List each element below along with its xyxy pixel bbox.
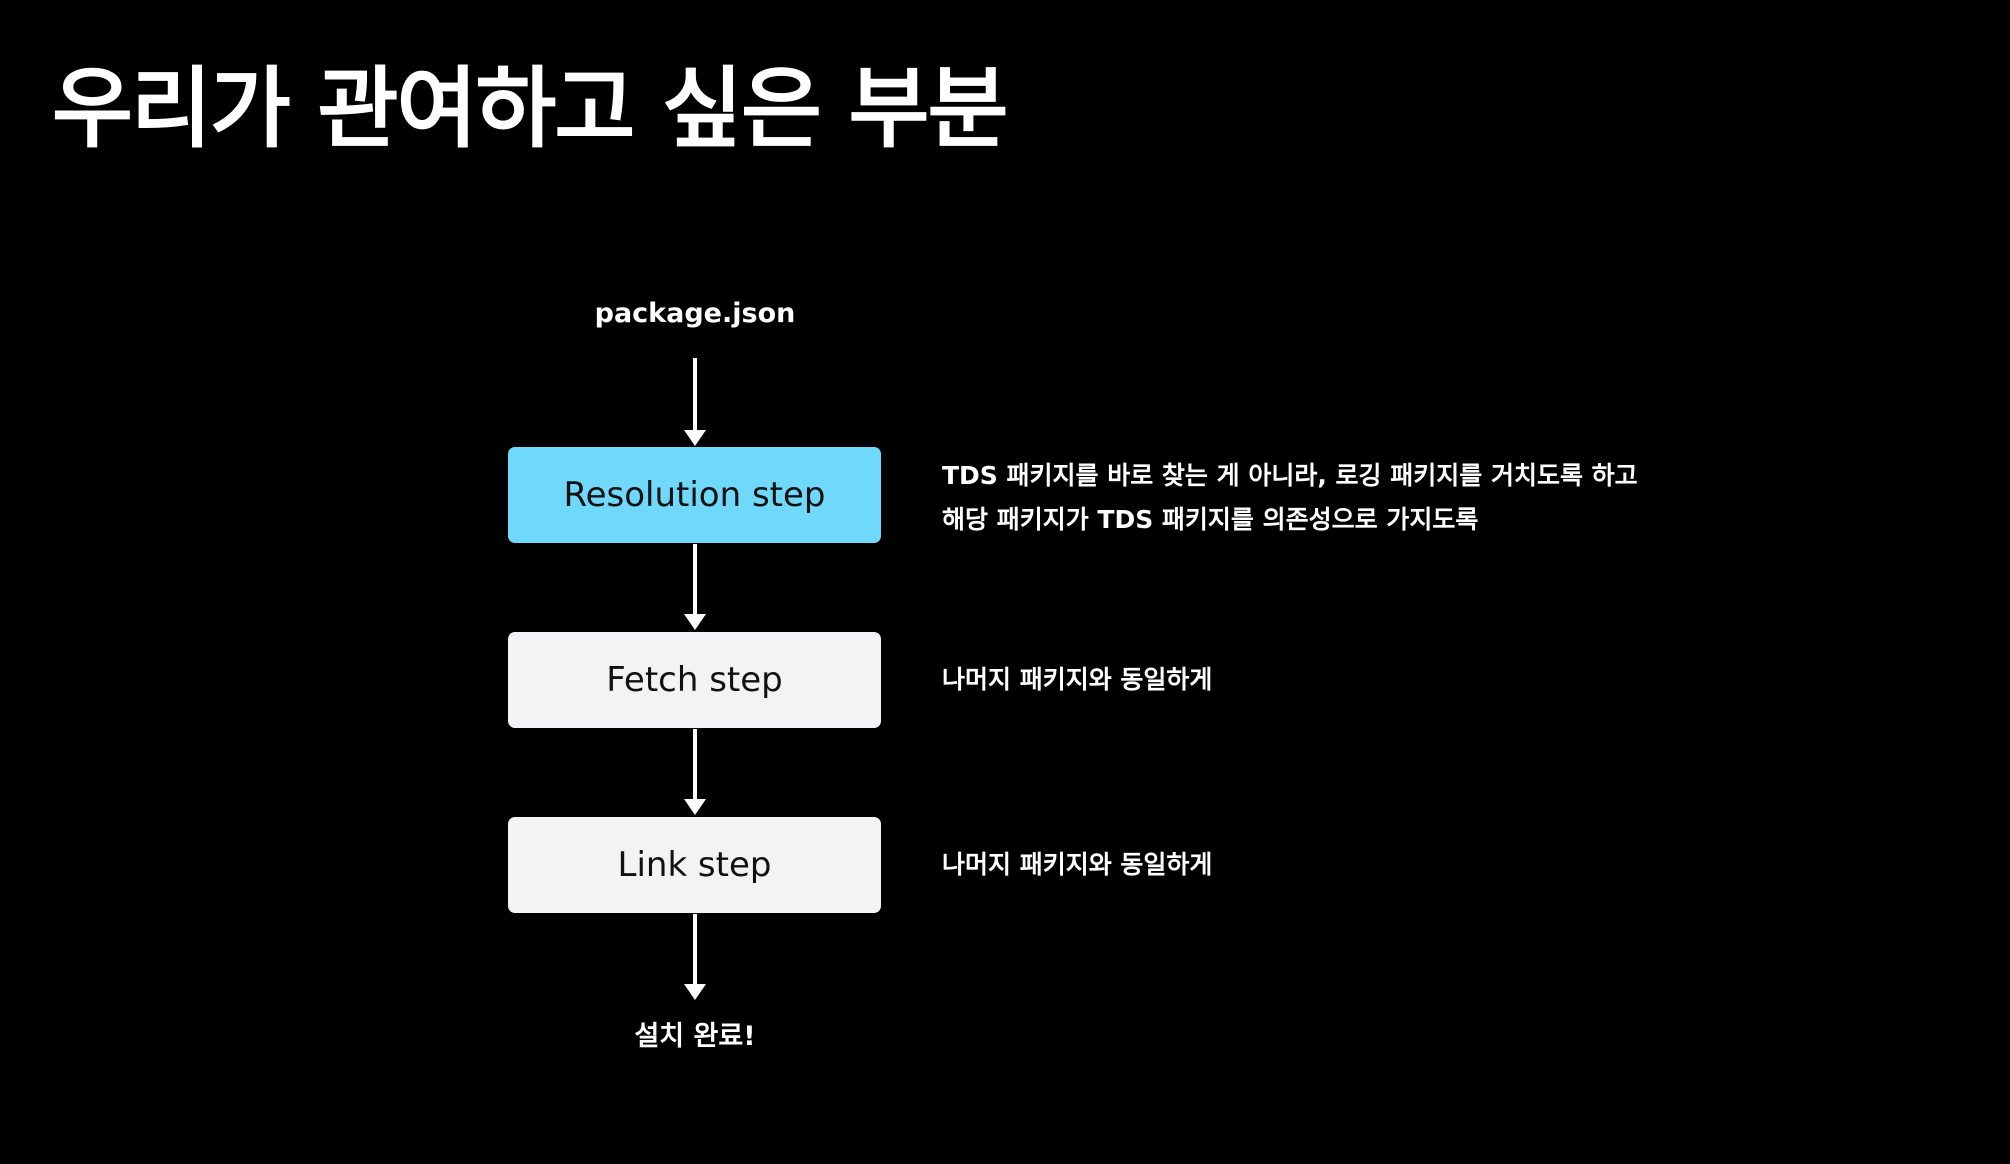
fetch-step-note: 나머지 패키지와 동일하게 <box>942 658 1212 702</box>
resolution-step-label: Resolution step <box>563 475 826 515</box>
resolution-step-note: TDS 패키지를 바로 찾는 게 아니라, 로깅 패키지를 거치도록 하고 해당… <box>942 454 1638 542</box>
fetch-note-line-1: 나머지 패키지와 동일하게 <box>942 665 1213 694</box>
arrowhead-resolution <box>684 430 706 446</box>
resolution-step-box: Resolution step <box>508 447 881 543</box>
start-label: package.json <box>594 298 796 329</box>
link-step-box: Link step <box>508 817 881 913</box>
link-step-label: Link step <box>617 845 772 885</box>
end-label: 설치 완료! <box>634 1021 756 1052</box>
arrowhead-end <box>684 984 706 1000</box>
resolution-note-line-2: 해당 패키지가 TDS 패키지를 의존성으로 가지도록 <box>942 505 1479 534</box>
arrowhead-fetch <box>684 614 706 630</box>
fetch-step-box: Fetch step <box>508 632 881 728</box>
link-step-note: 나머지 패키지와 동일하게 <box>942 843 1212 887</box>
fetch-step-label: Fetch step <box>606 660 783 700</box>
arrowhead-link <box>684 799 706 815</box>
slide-title: 우리가 관여하고 싶은 부분 <box>52 57 1008 160</box>
link-note-line-1: 나머지 패키지와 동일하게 <box>942 850 1213 879</box>
resolution-note-line-1: TDS 패키지를 바로 찾는 게 아니라, 로깅 패키지를 거치도록 하고 <box>942 461 1638 490</box>
